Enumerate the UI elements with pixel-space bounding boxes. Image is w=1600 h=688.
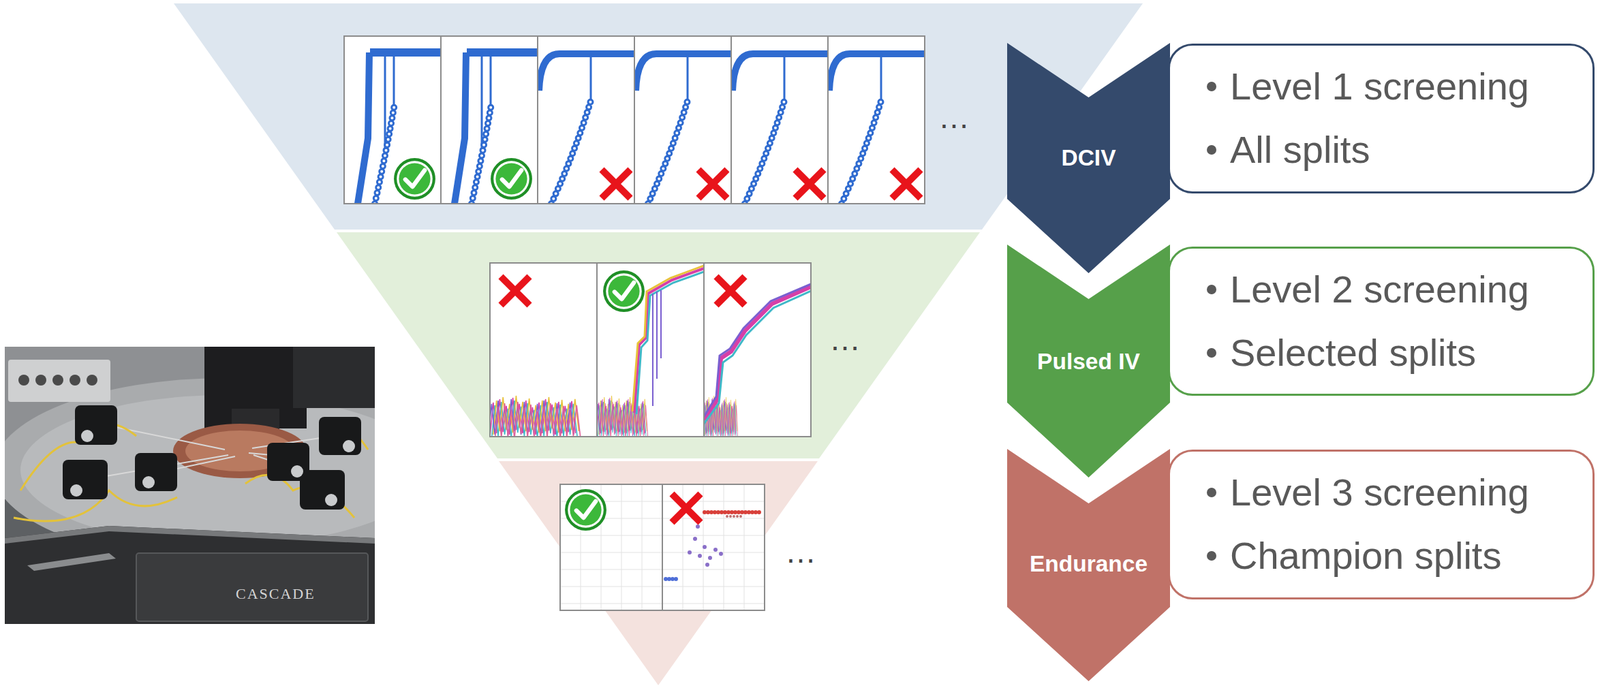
bullet-dot: [1206, 348, 1217, 358]
pulsed-iv-plots: [488, 263, 811, 441]
ellipsis: …: [785, 534, 817, 570]
stage-label: Endurance: [1007, 549, 1171, 580]
bullet-text: Level 3 screening: [1229, 469, 1530, 516]
bullet-dot: [1206, 487, 1217, 498]
bullet-text: Selected splits: [1229, 329, 1476, 377]
bullet-row: Level 2 screening: [1170, 266, 1593, 313]
stage-chevron: Pulsed IV: [1007, 244, 1171, 478]
bullet-text: Champion splits: [1229, 532, 1502, 580]
dciv-plots: [344, 36, 925, 204]
endurance-plots: [560, 484, 765, 611]
bullet-row: All splits: [1170, 126, 1593, 174]
stage-label: Pulsed IV: [1007, 346, 1171, 377]
description-box: Level 1 screeningAll splits: [1167, 43, 1595, 194]
probe-station-photo: [0, 346, 457, 625]
ellipsis: …: [829, 322, 861, 358]
chevron-fill: [1007, 244, 1171, 478]
bullet-text: All splits: [1229, 126, 1370, 174]
chevron-fill: [1007, 449, 1171, 682]
bullet-dot: [1206, 145, 1217, 155]
bullet-row: Level 3 screening: [1170, 469, 1593, 516]
ellipsis: …: [938, 100, 970, 135]
bullet-row: Level 1 screening: [1170, 63, 1593, 110]
bullet-dot: [1206, 284, 1217, 295]
bullet-row: Champion splits: [1170, 532, 1593, 580]
bullet-dot: [1206, 551, 1217, 561]
bullet-text: Level 2 screening: [1229, 266, 1530, 313]
stage-chevron: Endurance: [1007, 449, 1171, 682]
chevron-fill: [1007, 42, 1171, 274]
bullet-dot: [1206, 81, 1217, 92]
description-box: Level 2 screeningSelected splits: [1167, 246, 1595, 396]
description-box: Level 3 screeningChampion splits: [1167, 449, 1595, 600]
stage-label: DCIV: [1007, 143, 1171, 174]
stage-chevron: DCIV: [1007, 42, 1171, 274]
bullet-text: Level 1 screening: [1229, 63, 1530, 110]
bullet-row: Selected splits: [1170, 329, 1593, 377]
brand-logo: CASCADE: [235, 586, 316, 603]
